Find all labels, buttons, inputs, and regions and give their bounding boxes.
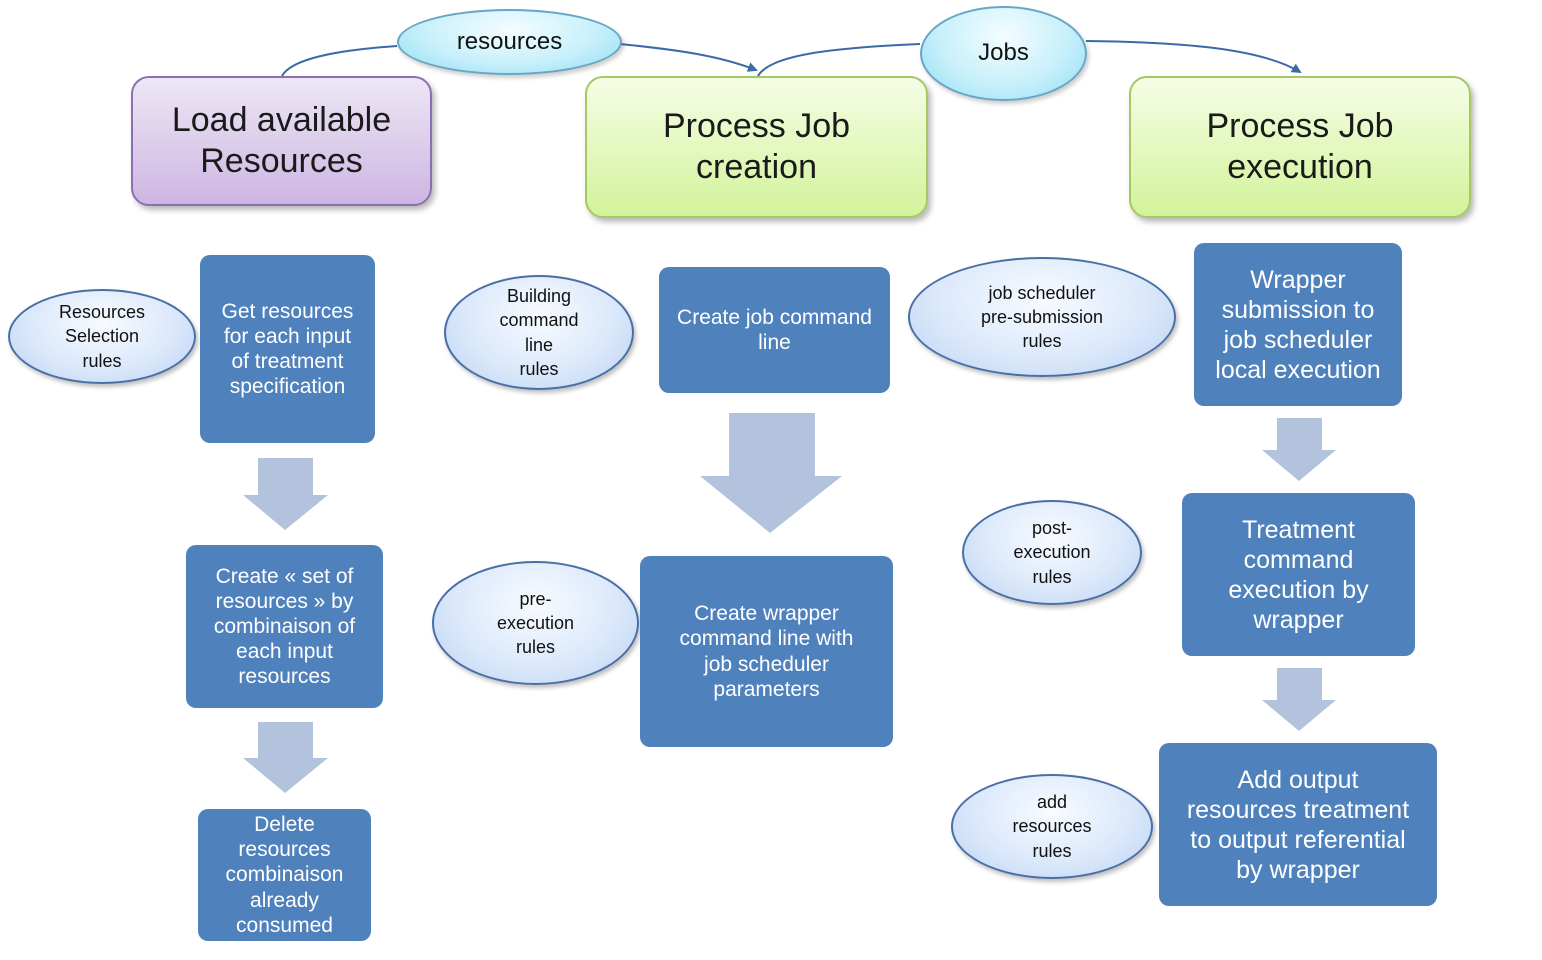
rules-oval-add-resources: add resources rules	[951, 774, 1153, 879]
step-wrapper-submission: Wrapper submission to job scheduler loca…	[1194, 243, 1402, 406]
rules-resources-selection-label: Resources Selection rules	[58, 302, 146, 371]
header-job-creation: Process Job creation	[585, 76, 928, 218]
rules-oval-pre-execution: pre- execution rules	[432, 561, 639, 685]
connector-resources-to-creation	[619, 43, 758, 72]
header-load-resources: Load available Resources	[131, 76, 432, 206]
rules-post-execution-label: post- execution rules	[1013, 518, 1091, 587]
rules-oval-building-command-line: Building command line rules	[444, 275, 634, 390]
header-job-execution: Process Job execution	[1129, 76, 1471, 218]
step-create-wrapper-command-line-label: Create wrapper command line with job sch…	[679, 602, 854, 701]
step-get-resources-label: Get resources for each input of treatmen…	[221, 299, 354, 399]
step-delete-consumed: Delete resources combinaison already con…	[198, 809, 371, 941]
down-arrow-execution-1	[1262, 418, 1336, 481]
header-load-resources-label: Load available Resources	[171, 101, 392, 180]
down-arrow-load-1	[243, 458, 328, 530]
step-delete-consumed-label: Delete resources combinaison already con…	[225, 813, 344, 937]
step-create-job-command-line: Create job command line	[659, 267, 890, 393]
down-arrow-creation	[700, 413, 842, 533]
step-treatment-execution-label: Treatment command execution by wrapper	[1228, 515, 1369, 634]
jobs-link-oval: Jobs	[920, 6, 1087, 101]
header-job-execution-label: Process Job execution	[1206, 107, 1394, 186]
rules-oval-pre-submission: job scheduler pre-submission rules	[908, 257, 1176, 377]
step-add-output-resources-label: Add output resources treatment to output…	[1186, 765, 1410, 884]
down-arrow-execution-2	[1262, 668, 1336, 731]
step-wrapper-submission-label: Wrapper submission to job scheduler loca…	[1215, 265, 1381, 384]
rules-building-command-line-label: Building command line rules	[499, 285, 579, 379]
rules-pre-execution-label: pre- execution rules	[496, 588, 575, 658]
step-treatment-execution: Treatment command execution by wrapper	[1182, 493, 1415, 656]
rules-pre-submission-label: job scheduler pre-submission rules	[980, 282, 1104, 352]
rules-oval-resources-selection: Resources Selection rules	[8, 289, 196, 384]
connector-jobs-to-execution	[1085, 40, 1302, 74]
rules-add-resources-label: add resources rules	[1012, 792, 1092, 861]
resources-link-oval: resources	[397, 9, 622, 75]
jobs-link-label: Jobs	[978, 39, 1029, 67]
connector-creation-to-jobs	[757, 43, 921, 77]
header-job-creation-label: Process Job creation	[662, 107, 851, 186]
resources-link-label: resources	[456, 27, 563, 55]
rules-oval-post-execution: post- execution rules	[962, 500, 1142, 605]
step-create-resource-set: Create « set of resources » by combinais…	[186, 545, 383, 708]
step-add-output-resources: Add output resources treatment to output…	[1159, 743, 1437, 906]
step-create-job-command-line-label: Create job command line	[677, 305, 872, 354]
down-arrow-load-2	[243, 722, 328, 793]
step-get-resources: Get resources for each input of treatmen…	[200, 255, 375, 443]
connector-load-to-resources	[281, 45, 398, 77]
step-create-resource-set-label: Create « set of resources » by combinais…	[213, 564, 356, 689]
step-create-wrapper-command-line: Create wrapper command line with job sch…	[640, 556, 893, 747]
